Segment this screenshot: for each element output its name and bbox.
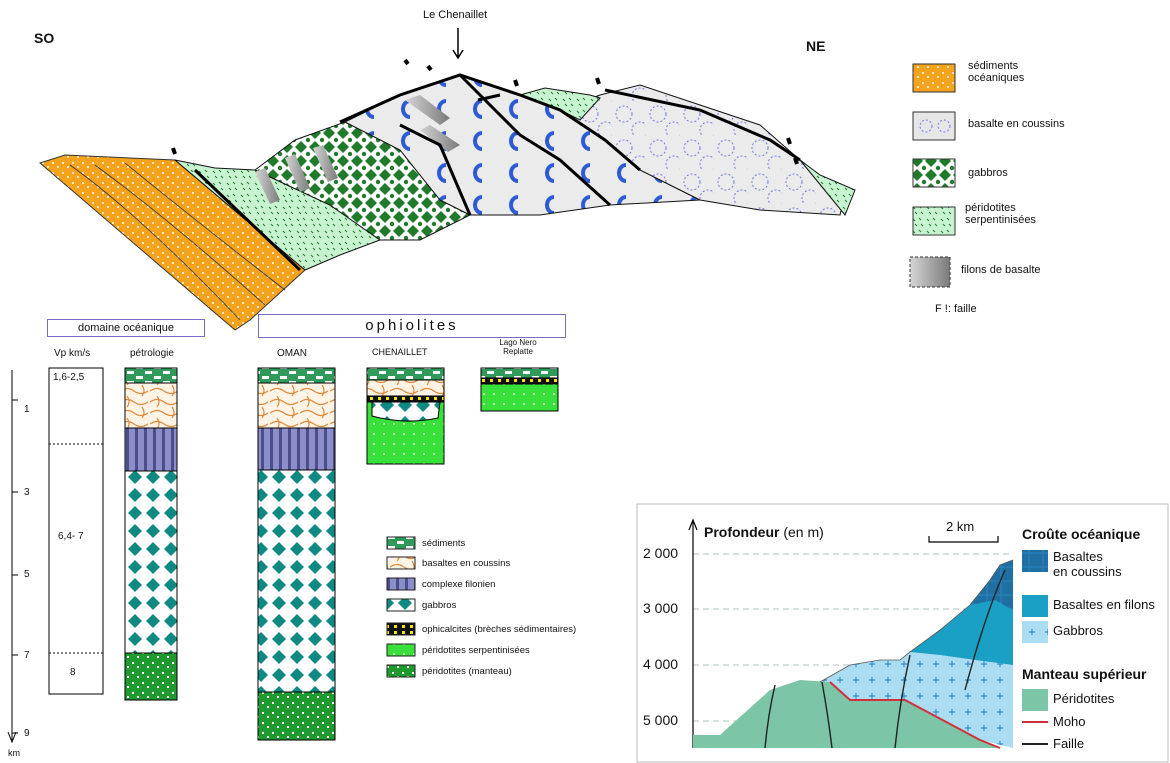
peridotite-body [693, 680, 1000, 748]
depth-tick-7: 7 [24, 650, 30, 661]
fault-ticks [171, 58, 799, 165]
label-ne: NE [806, 38, 826, 54]
col-legend-serpentinites: péridotites serpentinisées [422, 645, 530, 656]
profile-scale-label: 2 km [946, 519, 975, 534]
section-legend-sediments: sédiments océaniques [968, 60, 1025, 84]
profile-legend-fault: Faille [1053, 736, 1085, 751]
col-legend-ophicalcites: ophicalcites (brèches sédimentaires) [422, 624, 577, 635]
faults [193, 73, 801, 272]
depth-tick-9: 9 [24, 728, 30, 739]
peak-arrow [452, 28, 464, 60]
vp-value-2: 6,4- 7 [58, 531, 84, 542]
cross-section [38, 28, 856, 331]
oman-label: OMAN [277, 348, 307, 359]
petro-header: pétrologie [130, 348, 174, 359]
petrology-column [124, 367, 178, 701]
section-legend-gabbros: gabbros [968, 167, 1008, 179]
col-legend-gabbros: gabbros [422, 600, 457, 611]
gabbro-body [820, 652, 1013, 748]
depth-tick-3: 3 [24, 487, 30, 498]
moho-line [829, 681, 1001, 749]
column-legend-swatches [386, 536, 416, 678]
profile-axis-title: Profondeur (en m) [704, 524, 824, 540]
profile-legend-mantle-title: Manteau supérieur [1022, 666, 1147, 682]
profile-tick-2000: 2 000 [643, 545, 679, 561]
lago-column [480, 367, 559, 412]
depth-axis [7, 370, 18, 744]
profile-legend-pillow: Basaltes en coussins [1053, 549, 1122, 579]
profile-legend-crust-title: Croûte océanique [1022, 526, 1141, 542]
vp-value-1: 1,6-2,5 [53, 372, 85, 383]
oceanic-domain-title: domaine océanique [47, 319, 205, 337]
section-legend-filons: filons de basalte [961, 264, 1041, 276]
col-legend-sediments: sédiments [422, 538, 466, 549]
vp-value-3: 8 [70, 667, 76, 678]
label-so: SO [34, 30, 55, 46]
profile-legend-peridotites: Péridotites [1053, 691, 1115, 706]
section-legend-pillow: basalte en coussins [968, 118, 1065, 130]
lago-label: Lago Nero Replatte [499, 338, 537, 356]
vp-column [48, 367, 104, 695]
profile-legend-moho: Moho [1053, 714, 1086, 729]
depth-tick-1: 1 [24, 404, 30, 415]
depth-tick-5: 5 [24, 569, 30, 580]
col-legend-pillow: basaltes en coussins [422, 558, 511, 569]
col-legend-mantle: péridotites (manteau) [422, 666, 512, 677]
scale-bar [928, 536, 999, 543]
oman-column [257, 367, 336, 741]
profile-tick-5000: 5 000 [643, 712, 679, 728]
depth-unit: km [8, 748, 20, 758]
profile-faults [764, 569, 1006, 749]
fault-note: F !: faille [935, 303, 977, 315]
pillow-body [970, 560, 1013, 610]
vp-header: Vp km/s [54, 348, 91, 359]
chenaillet-column [366, 367, 445, 465]
profile-panel [636, 503, 1169, 763]
section-legend-serpentinites: péridotites serpentinisées [965, 202, 1036, 226]
profile-tick-4000: 4 000 [643, 656, 679, 672]
profile-legend-gabbros: Gabbros [1053, 623, 1103, 638]
col-legend-dykes: complexe filonien [422, 579, 496, 590]
basalt-dykes [255, 95, 460, 204]
ophiolites-title: ophiolites [258, 314, 566, 338]
label-le-chenaillet: Le Chenaillet [423, 9, 488, 21]
profile-legend-dykes: Basaltes en filons [1053, 597, 1155, 612]
chenaillet-label: CHENAILLET [372, 347, 428, 357]
section-legend-swatches [909, 63, 956, 288]
serpentinite-east [799, 159, 856, 216]
profile-tick-3000: 3 000 [643, 600, 679, 616]
